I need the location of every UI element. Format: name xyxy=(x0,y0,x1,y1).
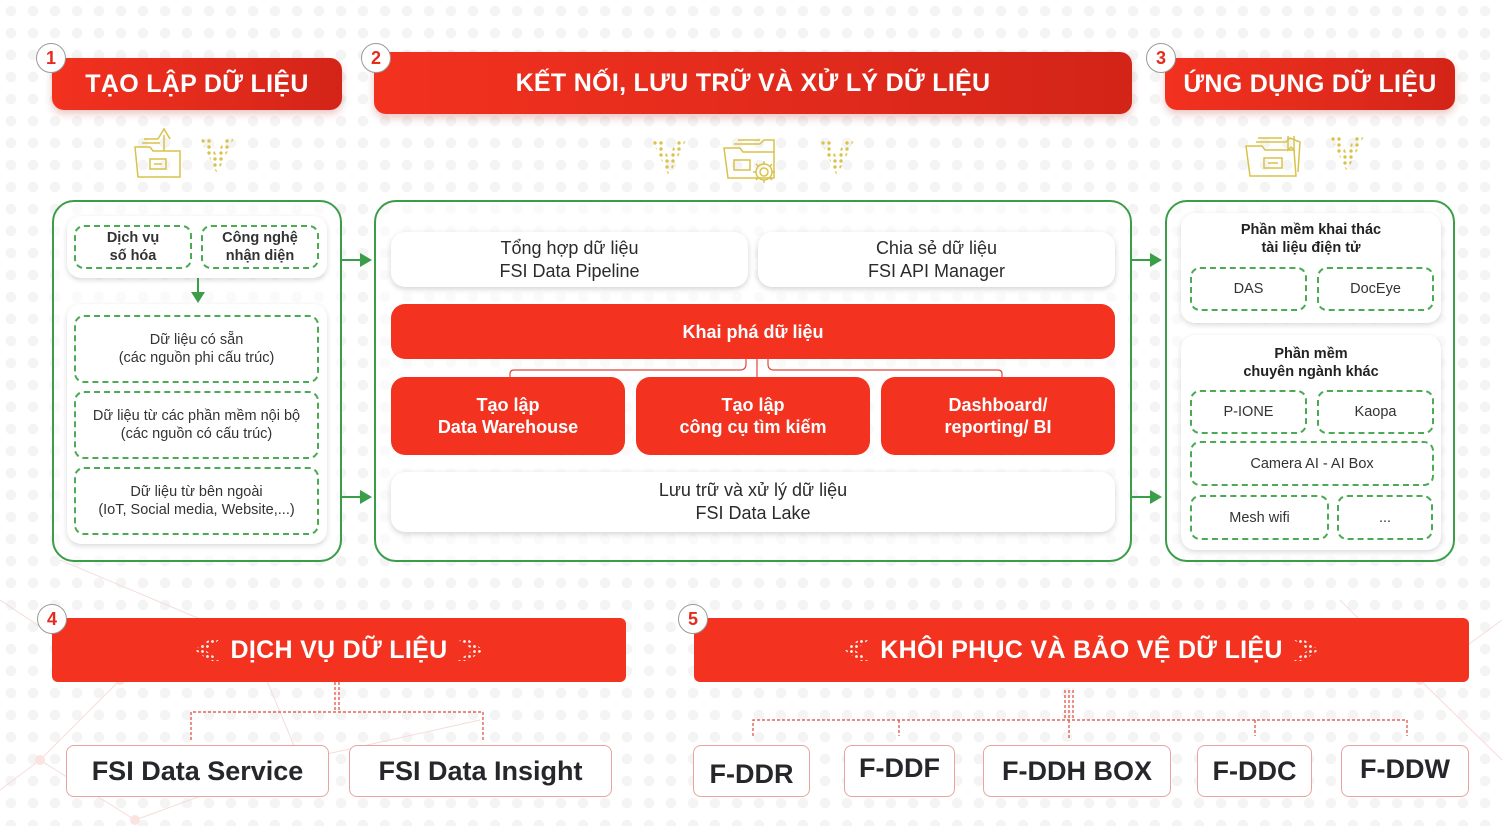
title-line-1: Phần mềm khai thác xyxy=(1240,222,1382,238)
output-f-ddf: F-DDF xyxy=(844,745,955,797)
tree-connector xyxy=(752,690,1408,738)
chevron-left-dots-icon xyxy=(194,639,221,661)
section-4-title: DỊCH VỤ DỮ LIỆU xyxy=(230,635,448,664)
title-line-2: tài liệu điện tử xyxy=(1261,240,1361,256)
box-line-2: FSI Data Pipeline xyxy=(499,260,640,281)
box-line-1: Chia sẻ dữ liệu xyxy=(875,237,998,258)
section-5-header: KHÔI PHỤC VÀ BẢO VỆ DỮ LIỆU xyxy=(694,618,1469,682)
section-1-header: TẠO LẬP DỮ LIỆU xyxy=(52,58,342,110)
source-subtitle: (các nguồn có cấu trúc) xyxy=(120,426,273,442)
title-line-1: Phần mềm xyxy=(1274,346,1348,362)
output-f-ddw: F-DDW xyxy=(1341,745,1469,797)
input-recognition: Công nghệ nhận diện xyxy=(201,225,319,269)
tree-connector xyxy=(190,682,484,740)
down-chevron-dots-icon xyxy=(652,140,686,176)
chevron-left-dots-icon xyxy=(844,639,871,661)
chevron-right-dots-icon xyxy=(457,639,484,661)
section-2-header: KẾT NỐI, LƯU TRỮ VÀ XỬ LÝ DỮ LIỆU xyxy=(374,52,1132,114)
step-number-badge: 5 xyxy=(678,604,708,634)
flow-arrow-1-to-2-top xyxy=(342,253,372,267)
box-line-1: Tạo lập xyxy=(721,395,785,415)
data-mining-label: Khai phá dữ liệu xyxy=(682,321,824,342)
source-title: Dữ liệu từ các phần mềm nội bộ xyxy=(92,408,301,424)
section-5-title: KHÔI PHỤC VÀ BẢO VỆ DỮ LIỆU xyxy=(880,635,1283,664)
output-f-ddr: F-DDR xyxy=(693,745,810,797)
app-p-ione: P-IONE xyxy=(1190,390,1307,434)
box-line-2: FSI API Manager xyxy=(867,260,1006,281)
folder-gear-icon xyxy=(723,139,775,183)
chevron-right-dots-icon xyxy=(1292,639,1319,661)
output-f-ddc: F-DDC xyxy=(1197,745,1312,797)
section-2-title: KẾT NỐI, LƯU TRỮ VÀ XỬ LÝ DỮ LIỆU xyxy=(515,68,991,97)
industry-software-title: Phần mềm chuyên ngành khác xyxy=(1181,345,1441,381)
box-line-2: reporting/ BI xyxy=(944,417,1052,437)
folder-upload-icon xyxy=(134,127,181,178)
source-title: Dữ liệu có sẵn xyxy=(149,332,244,348)
flow-arrow-2-to-3-top xyxy=(1132,253,1162,267)
down-chevron-dots-icon xyxy=(820,140,854,176)
down-chevron-dots-icon xyxy=(200,138,234,174)
down-chevron-dots-icon xyxy=(1330,136,1364,172)
section-1-title: TẠO LẬP DỮ LIỆU xyxy=(85,69,309,98)
app-kaopa: Kaopa xyxy=(1317,390,1434,434)
input-digitization: Dịch vụ số hóa xyxy=(74,225,192,269)
step-number-badge: 4 xyxy=(37,604,67,634)
data-warehouse-box: Tạo lập Data Warehouse xyxy=(391,377,625,455)
section-3-header: ỨNG DỤNG DỮ LIỆU xyxy=(1165,58,1455,110)
folder-document-icon xyxy=(1245,136,1301,177)
box-line-2: FSI Data Lake xyxy=(695,503,811,523)
data-lake-box: Lưu trữ và xử lý dữ liệu FSI Data Lake xyxy=(391,472,1115,532)
source-internal-software: Dữ liệu từ các phần mềm nội bộ (các nguồ… xyxy=(74,391,319,459)
flow-arrow-2-to-3-bottom xyxy=(1132,490,1162,504)
step-number-badge: 3 xyxy=(1146,43,1176,73)
box-line-1: Lưu trữ và xử lý dữ liệu xyxy=(658,480,848,500)
tree-connector xyxy=(509,358,1003,378)
box-line-1: Tổng hợp dữ liệu xyxy=(500,237,639,258)
output-f-ddh-box: F-DDH BOX xyxy=(983,745,1171,797)
dashboard-bi-box: Dashboard/ reporting/ BI xyxy=(881,377,1115,455)
output-fsi-data-insight: FSI Data Insight xyxy=(349,745,612,797)
app-more: ... xyxy=(1337,495,1433,540)
source-existing-data: Dữ liệu có sẵn (các nguồn phi cấu trúc) xyxy=(74,315,319,383)
box-line-1: Tạo lập xyxy=(476,395,540,415)
app-camera-ai: Camera AI - AI Box xyxy=(1190,441,1434,486)
app-doceye: DocEye xyxy=(1317,267,1434,311)
output-fsi-data-service: FSI Data Service xyxy=(66,745,329,797)
title-line-2: chuyên ngành khác xyxy=(1243,364,1379,380)
box-line-2: Data Warehouse xyxy=(437,417,579,437)
box-line-2: công cụ tìm kiếm xyxy=(679,417,827,437)
data-pipeline-box: Tổng hợp dữ liệu FSI Data Pipeline xyxy=(391,232,748,287)
section-4-header: DỊCH VỤ DỮ LIỆU xyxy=(52,618,626,682)
data-mining-box: Khai phá dữ liệu xyxy=(391,304,1115,359)
box-line-1: Dashboard/ xyxy=(948,395,1048,415)
search-tool-box: Tạo lập công cụ tìm kiếm xyxy=(636,377,870,455)
source-external-data: Dữ liệu từ bên ngoài (IoT, Social media,… xyxy=(74,467,319,535)
step-number-badge: 1 xyxy=(36,43,66,73)
arrow-down-icon xyxy=(191,278,205,303)
flow-arrow-1-to-2-bottom xyxy=(342,490,372,504)
source-subtitle: (các nguồn phi cấu trúc) xyxy=(118,350,275,366)
app-das: DAS xyxy=(1190,267,1307,311)
section-3-title: ỨNG DỤNG DỮ LIỆU xyxy=(1183,69,1437,98)
document-software-title: Phần mềm khai thác tài liệu điện tử xyxy=(1181,221,1441,257)
step-number-badge: 2 xyxy=(361,43,391,73)
source-subtitle: (IoT, Social media, Website,...) xyxy=(98,502,295,518)
source-title: Dữ liệu từ bên ngoài xyxy=(130,484,263,500)
app-mesh-wifi: Mesh wifi xyxy=(1190,495,1329,540)
api-manager-box: Chia sẻ dữ liệu FSI API Manager xyxy=(758,232,1115,287)
